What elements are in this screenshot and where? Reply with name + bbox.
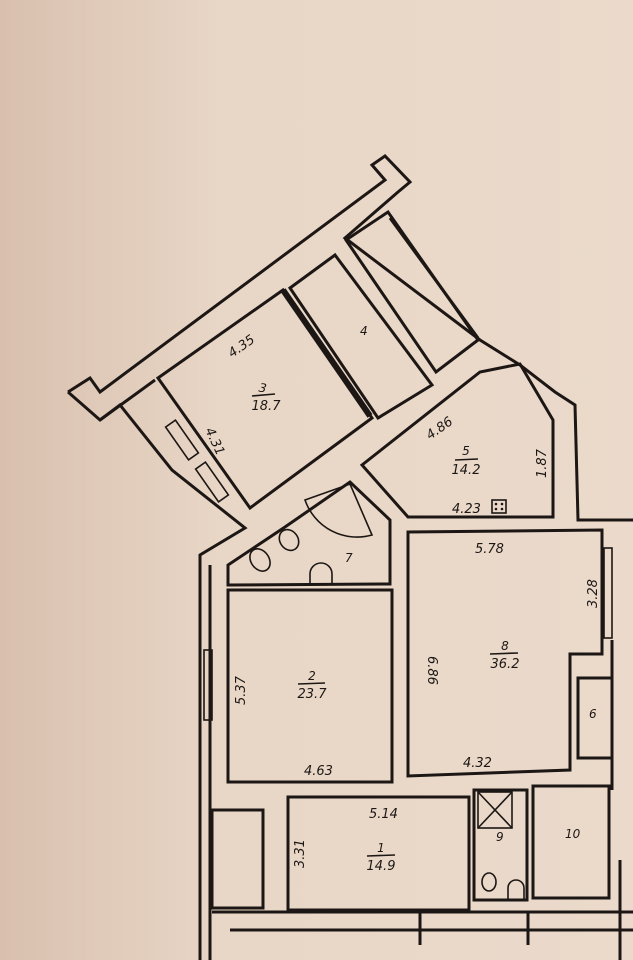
dimension: 1.87 <box>535 448 550 478</box>
stove-icon <box>491 499 507 514</box>
room-area: 18.7 <box>252 399 282 414</box>
dimension: 4.32 <box>463 756 492 771</box>
room-6: 6 <box>576 676 614 760</box>
room-number: 1 <box>377 841 385 855</box>
dimension: 5.37 <box>234 675 249 705</box>
dimension: 4.23 <box>452 502 481 517</box>
room-number: 4 <box>360 324 368 338</box>
room-3: 3 18.7 4.35 4.31 <box>155 287 375 511</box>
lower-walls <box>418 912 530 945</box>
balcony-left <box>210 808 265 910</box>
toilet-icon <box>481 872 497 892</box>
sink-icon <box>507 879 525 900</box>
outer-walls <box>67 154 633 960</box>
room-number: 9 <box>496 830 504 844</box>
room-area: 14.2 <box>452 463 481 478</box>
room-4: 4 <box>287 252 435 421</box>
room-number: 2 <box>308 669 316 683</box>
window-icon <box>203 649 213 721</box>
toilet-icon <box>278 528 300 552</box>
sink-icon <box>249 548 271 572</box>
bath-drain-icon <box>309 562 333 584</box>
room-number: 3 <box>258 381 268 396</box>
dimension: 5.14 <box>369 807 398 822</box>
room-area: 23.7 <box>298 687 328 702</box>
loggia <box>343 209 481 375</box>
room-10: 10 <box>531 784 611 900</box>
room-number: 5 <box>462 444 470 458</box>
room-area: 36.2 <box>491 657 520 672</box>
room-9: 9 <box>472 788 529 902</box>
room-1: 1 14.9 5.14 3.31 <box>286 795 471 912</box>
room-area: 14.9 <box>367 859 396 874</box>
dimension: 4.63 <box>304 764 333 779</box>
shower-tray-icon <box>477 791 513 829</box>
dimension: 3.31 <box>293 839 308 868</box>
room-number: 7 <box>345 551 353 565</box>
shower-icon <box>303 482 374 538</box>
dimension: 6.86 <box>424 656 439 685</box>
room-number: 8 <box>501 639 509 653</box>
room-5: 5 14.2 4.86 1.87 4.23 <box>359 362 555 519</box>
room-7: 7 <box>226 480 392 587</box>
dimension: 3.28 <box>586 579 601 608</box>
room-number: 10 <box>565 827 581 841</box>
window-icon <box>603 547 613 639</box>
room-8: 8 36.2 5.78 3.28 6.86 4.32 <box>406 528 613 778</box>
room-number: 6 <box>589 707 597 721</box>
window-icon <box>164 419 230 503</box>
room-2: 2 23.7 5.37 4.63 <box>203 588 394 784</box>
dimension: 5.78 <box>475 542 504 557</box>
